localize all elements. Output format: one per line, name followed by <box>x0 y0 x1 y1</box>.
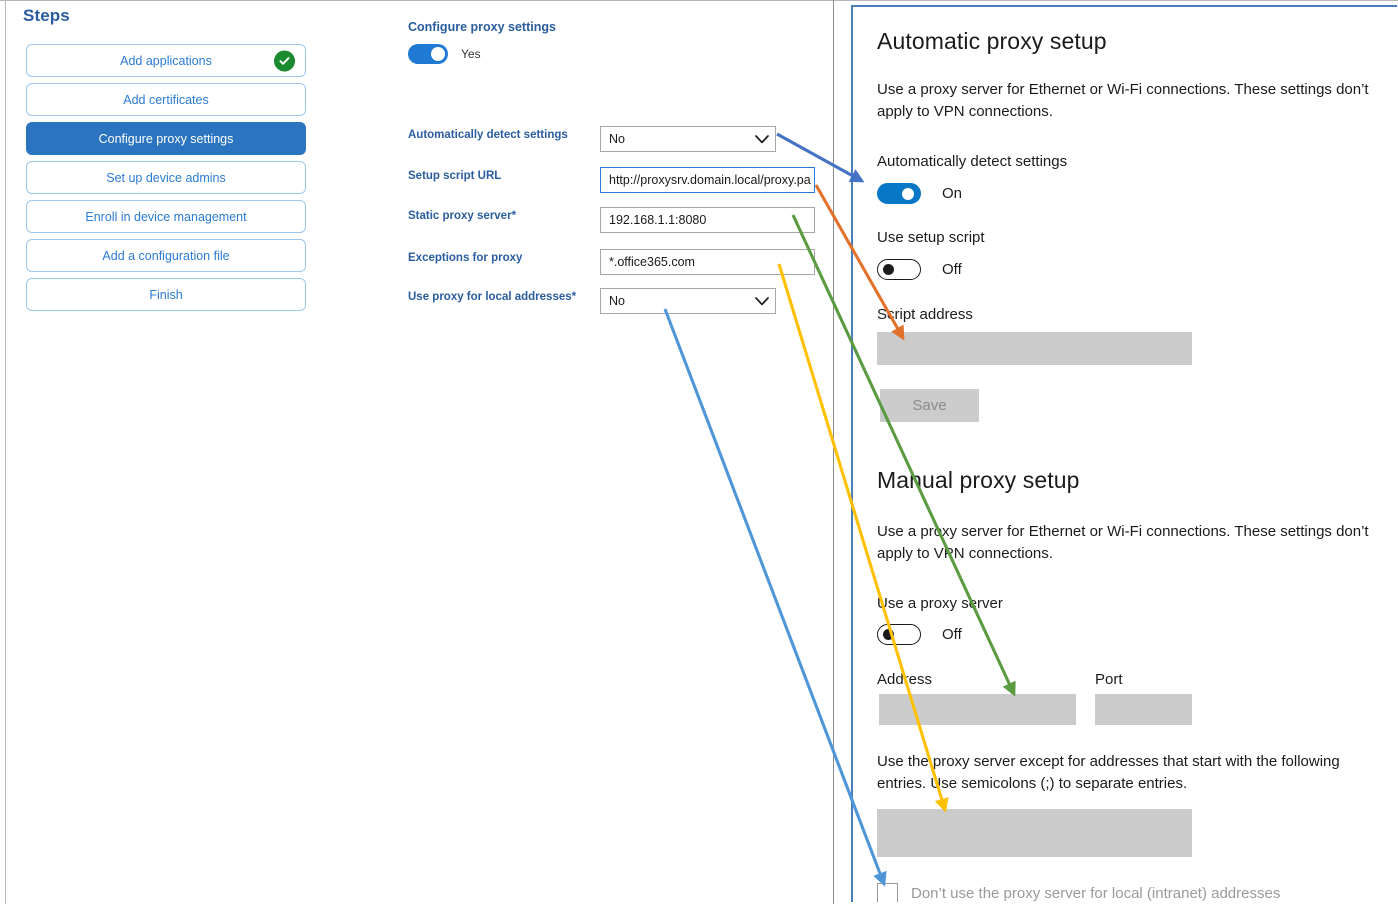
automatic-proxy-setup-description: Use a proxy server for Ethernet or Wi-Fi… <box>877 81 1369 120</box>
sidebar-item-enroll-in-device-management[interactable]: Enroll in device management <box>26 200 306 233</box>
automatic-proxy-setup-heading: Automatic proxy setup <box>877 28 1107 54</box>
field-label: Exceptions for proxy <box>408 252 523 264</box>
script-address-label: Script address <box>877 306 973 323</box>
use-setup-script-label: Use setup script <box>877 229 985 246</box>
steps-list: Add applications Add certificates Config… <box>26 44 306 317</box>
automatically-detect-settings-toggle[interactable] <box>877 183 921 204</box>
manual-proxy-setup-heading: Manual proxy setup <box>877 467 1080 493</box>
field-label: Static proxy server* <box>408 210 517 222</box>
sidebar-item-finish[interactable]: Finish <box>26 278 306 311</box>
sidebar-item-configure-proxy-settings[interactable]: Configure proxy settings <box>26 122 306 155</box>
check-circle-icon <box>274 50 295 71</box>
sidebar-item-add-applications[interactable]: Add applications <box>26 44 306 77</box>
steps-panel: Steps Add applications Add certificates … <box>6 0 321 904</box>
step-label: Enroll in device management <box>85 209 247 224</box>
field-label: Use proxy for local addresses* <box>408 291 577 303</box>
automatically-detect-settings-select[interactable]: No <box>600 126 776 152</box>
save-button[interactable]: Save <box>880 389 979 422</box>
bypass-local-addresses-label: Don’t use the proxy server for local (in… <box>911 885 1281 902</box>
use-a-proxy-server-toggle[interactable] <box>877 624 921 645</box>
manual-proxy-setup-description: Use a proxy server for Ethernet or Wi-Fi… <box>877 523 1369 562</box>
proxy-form-panel: Configure proxy settings Yes Automatical… <box>321 0 833 904</box>
step-label: Add certificates <box>123 92 209 107</box>
configure-proxy-toggle[interactable] <box>408 44 448 64</box>
toggle-state-label: Off <box>942 626 962 643</box>
step-label: Add applications <box>120 53 212 68</box>
step-label: Set up device admins <box>106 170 226 185</box>
window-top-border <box>0 0 1398 1</box>
steps-title: Steps <box>23 6 70 25</box>
select-value: No <box>609 294 625 308</box>
toggle-knob <box>902 188 914 200</box>
windows-proxy-settings-panel: Automatic proxy setup Use a proxy server… <box>851 5 1397 902</box>
automatically-detect-settings-label: Automatically detect settings <box>877 153 1068 170</box>
use-proxy-for-local-addresses-select[interactable]: No <box>600 288 776 314</box>
toggle-knob <box>431 47 445 61</box>
configure-proxy-toggle-row: Yes <box>408 44 481 64</box>
static-proxy-server-input[interactable]: 192.168.1.1:8080 <box>600 207 815 233</box>
step-label: Configure proxy settings <box>98 131 234 146</box>
step-label: Finish <box>149 287 183 302</box>
sidebar-item-add-certificates[interactable]: Add certificates <box>26 83 306 116</box>
use-a-proxy-server-label: Use a proxy server <box>877 595 1003 612</box>
chevron-down-icon <box>755 296 769 305</box>
field-label: Setup script URL <box>408 170 502 182</box>
toggle-state-label: Off <box>942 261 962 278</box>
input-value: 192.168.1.1:8080 <box>609 213 707 227</box>
bypass-local-addresses-row[interactable]: Don’t use the proxy server for local (in… <box>877 883 1280 902</box>
input-value: http://proxysrv.domain.local/proxy.pa <box>609 173 811 187</box>
sidebar-item-add-a-configuration-file[interactable]: Add a configuration file <box>26 239 306 272</box>
toggle-knob <box>883 264 894 275</box>
use-a-proxy-server-toggle-row: Off <box>877 624 962 645</box>
automatically-detect-settings-toggle-row: On <box>877 183 962 204</box>
use-setup-script-toggle-row: Off <box>877 259 962 280</box>
checkbox-icon[interactable] <box>877 883 898 902</box>
field-label: Automatically detect settings <box>408 129 568 141</box>
setup-script-url-input[interactable]: http://proxysrv.domain.local/proxy.pa <box>600 167 815 193</box>
proxy-exceptions-input[interactable] <box>877 809 1192 857</box>
address-label: Address <box>877 671 933 688</box>
toggle-state-label: On <box>942 185 963 202</box>
chevron-down-icon <box>755 134 769 143</box>
required-marker: * <box>511 210 517 222</box>
toggle-knob <box>883 629 894 640</box>
input-value: *.office365.com <box>609 255 695 269</box>
use-setup-script-toggle[interactable] <box>877 259 921 280</box>
window-left-border <box>5 0 6 904</box>
sidebar-item-set-up-device-admins[interactable]: Set up device admins <box>26 161 306 194</box>
address-input[interactable] <box>879 694 1076 725</box>
configure-proxy-toggle-label: Yes <box>461 47 481 61</box>
port-input[interactable] <box>1095 694 1192 725</box>
script-address-input[interactable] <box>877 332 1192 365</box>
port-label: Port <box>1095 671 1123 688</box>
select-value: No <box>609 132 625 146</box>
required-marker: * <box>571 291 577 303</box>
panel-divider <box>833 0 834 904</box>
proxy-exceptions-description: Use the proxy server except for addresse… <box>877 753 1340 792</box>
form-heading: Configure proxy settings <box>408 20 556 34</box>
step-label: Add a configuration file <box>102 248 230 263</box>
exceptions-for-proxy-input[interactable]: *.office365.com <box>600 249 815 275</box>
